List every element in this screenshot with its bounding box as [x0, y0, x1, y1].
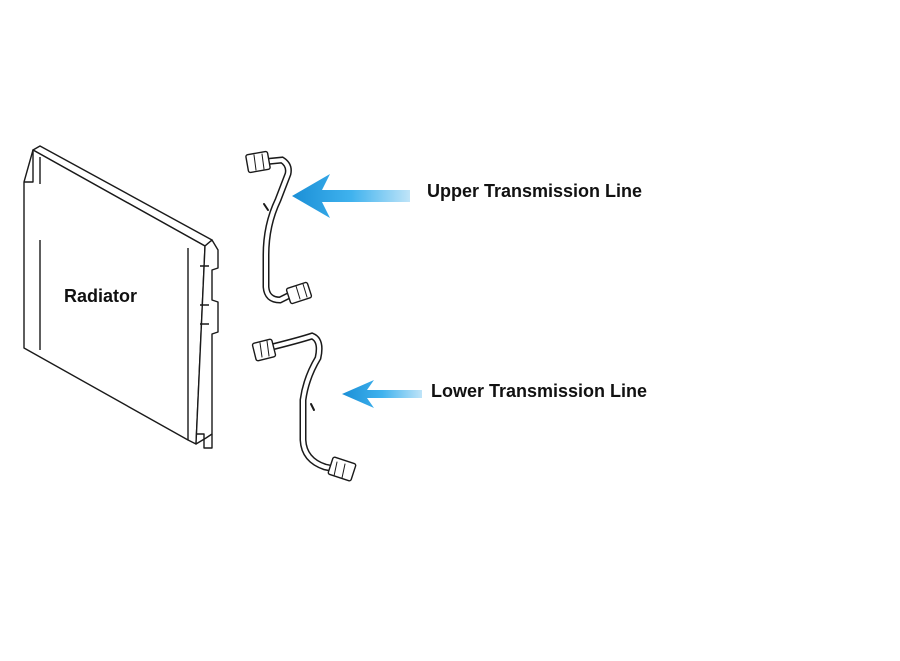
- lower-transmission-line: [251, 332, 357, 482]
- upper-transmission-line: [245, 150, 313, 305]
- upper-arrow-icon: [292, 174, 410, 218]
- upper-transmission-line-label: Upper Transmission Line: [427, 181, 643, 201]
- lower-transmission-line-label: Lower Transmission Line: [431, 381, 648, 401]
- lower-arrow-icon: [342, 380, 422, 408]
- radiator: [23, 145, 219, 449]
- radiator-label: Radiator: [64, 286, 138, 306]
